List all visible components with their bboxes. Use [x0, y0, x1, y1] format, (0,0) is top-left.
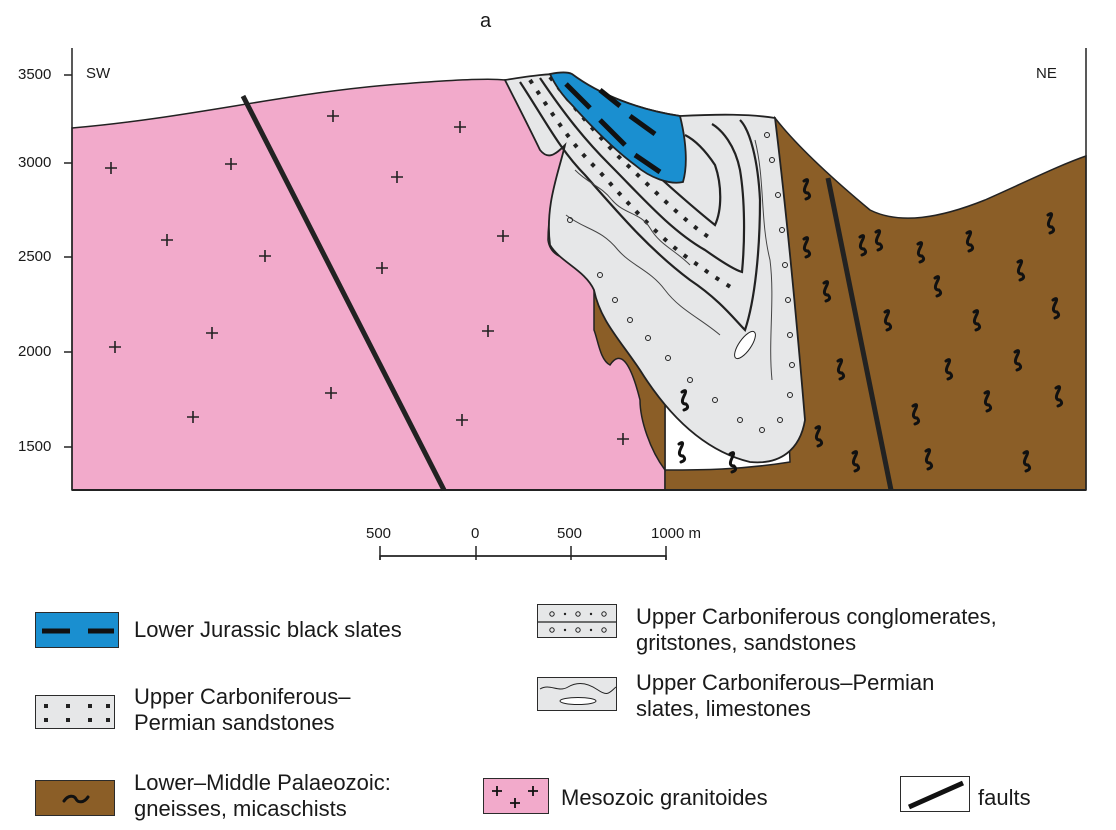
elevation-tick-2000: 2000: [18, 343, 51, 360]
legend-swatch-slates: [537, 677, 617, 711]
legend-swatch-granitoides: [483, 778, 549, 814]
legend-swatch-gneisses: [35, 780, 115, 816]
legend-label-jurassic: Lower Jurassic black slates: [134, 617, 402, 643]
legend-label-slates: Upper Carboniferous–Permian slates, lime…: [636, 670, 934, 722]
legend-swatch-conglomerates: [537, 604, 617, 638]
panel-label: a: [480, 10, 491, 33]
legend-label-conglomerates: Upper Carboniferous conglomerates, grits…: [636, 604, 997, 656]
legend-label-granitoides: Mesozoic granitoides: [561, 785, 768, 811]
legend-label-gneisses: Lower–Middle Palaeozoic: gneisses, micas…: [134, 770, 391, 822]
legend-swatch-faults: [900, 776, 970, 812]
geologic-cross-section: [0, 0, 1116, 560]
elevation-tick-1500: 1500: [18, 438, 51, 455]
orientation-ne: NE: [1036, 65, 1057, 82]
elevation-tick-2500: 2500: [18, 248, 51, 265]
scale-label-500-left: 500: [366, 525, 391, 542]
orientation-sw: SW: [86, 65, 110, 82]
elevation-tick-3500: 3500: [18, 66, 51, 83]
scale-label-1000m: 1000 m: [651, 525, 701, 542]
legend-label-faults: faults: [978, 785, 1031, 811]
elevation-tick-3000: 3000: [18, 154, 51, 171]
legend-swatch-sandstones: [35, 695, 115, 729]
scale-label-0: 0: [471, 525, 479, 542]
legend-label-sandstones: Upper Carboniferous– Permian sandstones: [134, 684, 350, 736]
scale-bar: [380, 546, 666, 560]
legend-swatch-jurassic: [35, 612, 119, 648]
scale-label-500-right: 500: [557, 525, 582, 542]
